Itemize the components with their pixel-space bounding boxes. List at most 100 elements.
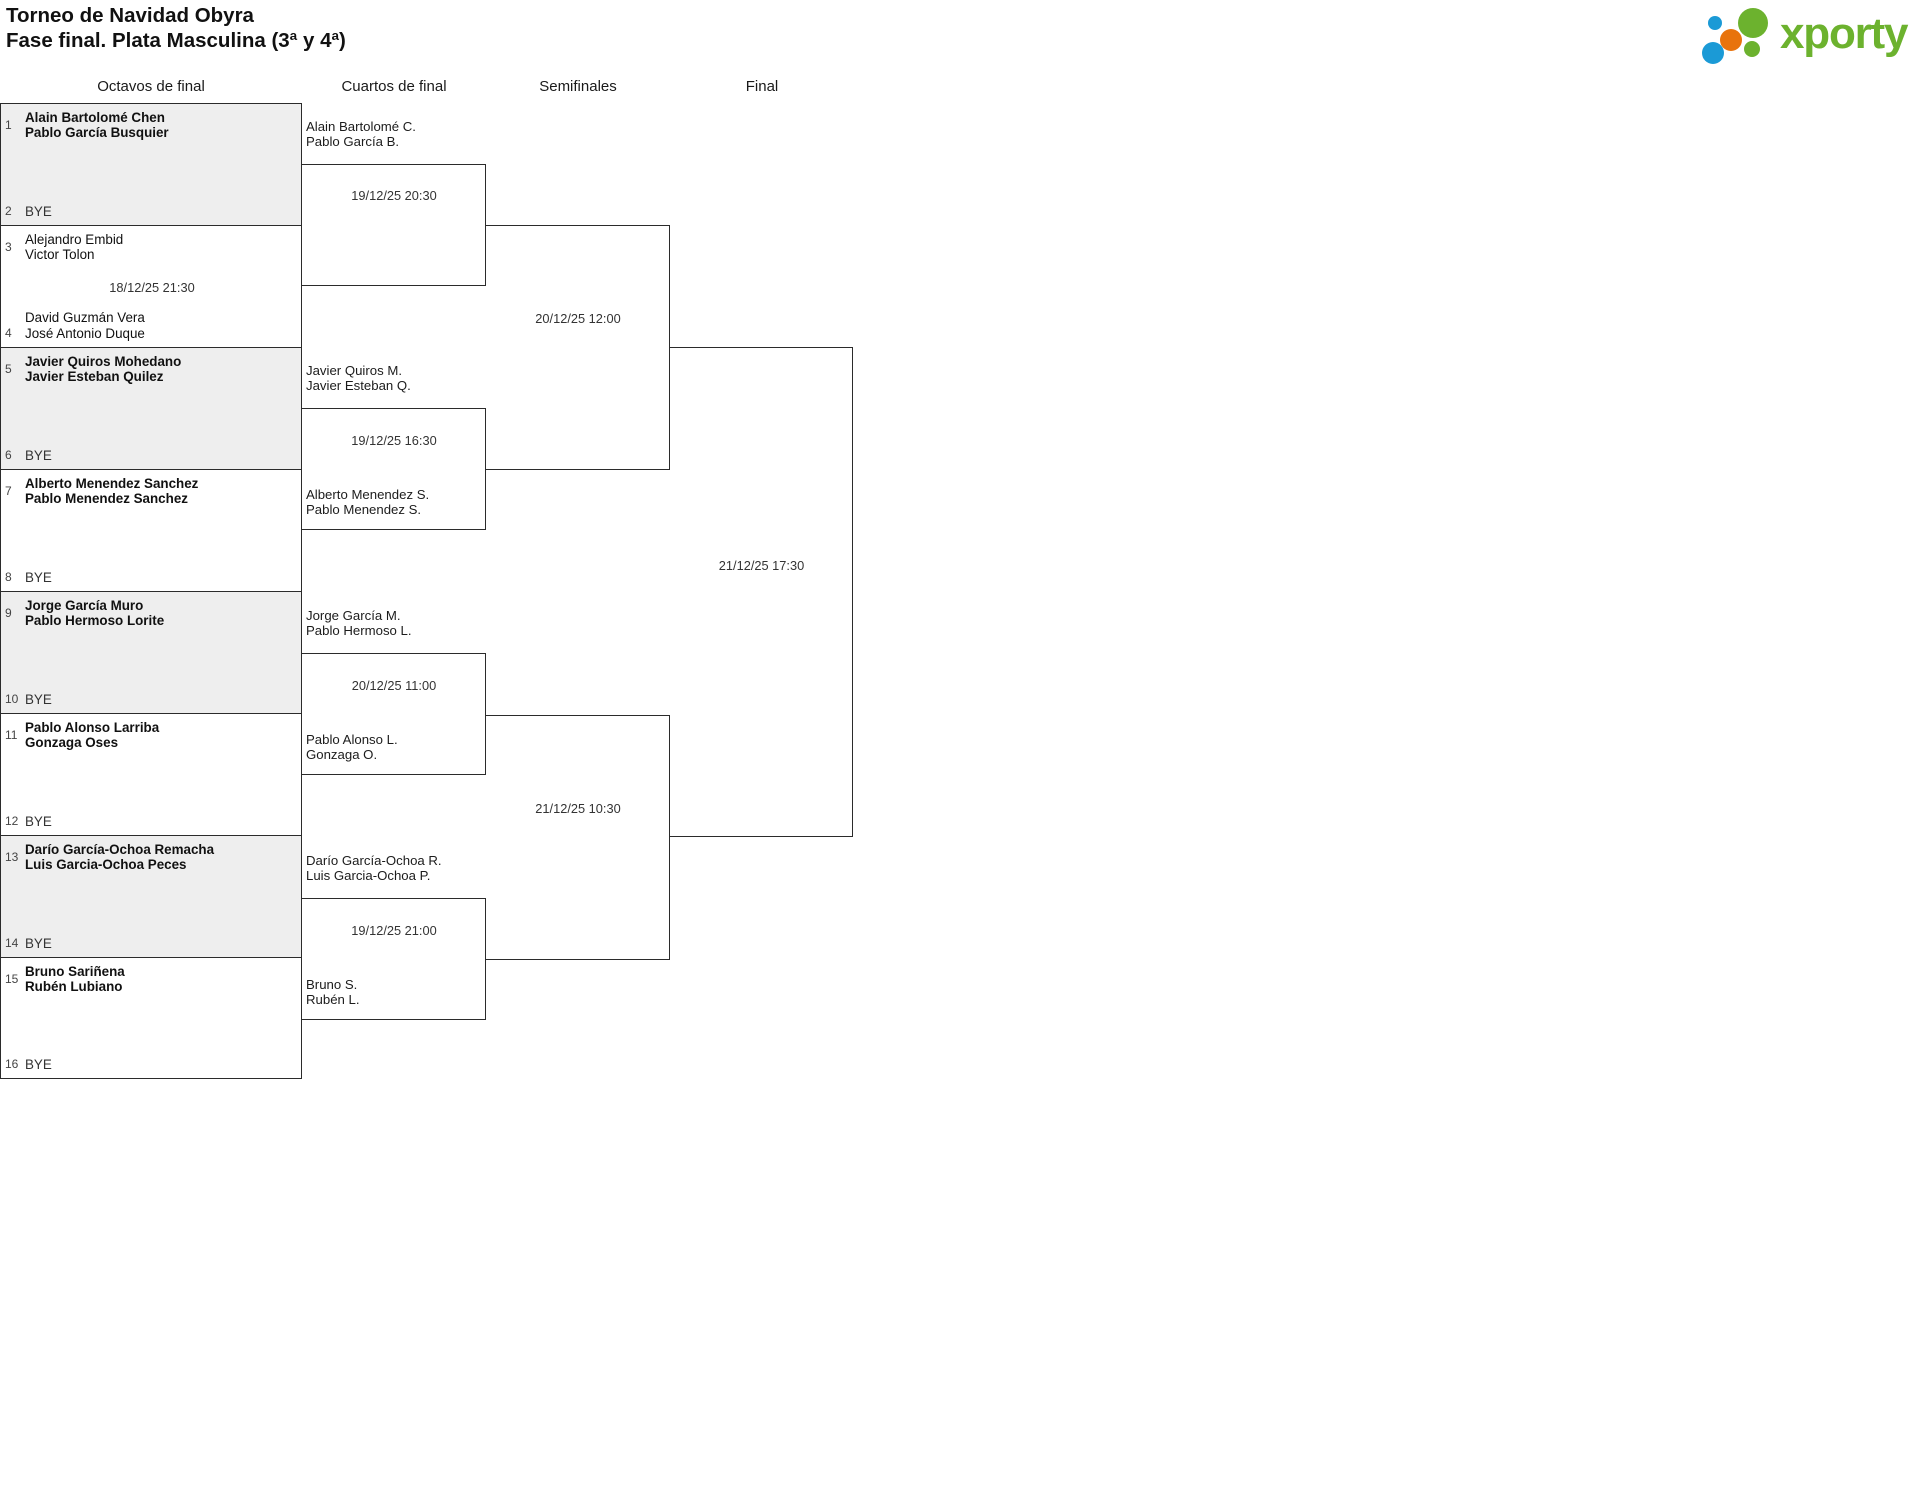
bye-label: BYE [25,1056,52,1072]
r2-match-3-names: Jorge García M. Pablo Hermoso L. [306,608,412,638]
r2-match-1-names: Alain Bartolomé C. Pablo García B. [306,119,416,149]
seed-number: 4 [5,326,12,340]
logo-wordmark: xporty [1780,9,1908,58]
player-2: José Antonio Duque [25,325,145,341]
player-1: Bruno Sariñena [25,964,125,979]
round-header-cuartos: Cuartos de final [341,78,447,95]
r1-match-6-top-slot[interactable]: 11 Pablo Alonso Larriba Gonzaga Oses [1,720,303,751]
r2-connector-4[interactable] [302,898,486,1020]
team-names: Jorge García Muro Pablo Hermoso Lorite [25,598,164,629]
team-names: Javier Quiros Mohedano Javier Esteban Qu… [25,354,181,385]
seed-number: 6 [5,448,12,462]
page-title: Torneo de Navidad Obyra Fase final. Plat… [6,3,346,53]
team-names: Darío García-Ochoa Remacha Luis Garcia-O… [25,842,214,873]
r3-connector-2[interactable] [486,715,670,960]
r1-match-7-top-slot[interactable]: 13 Darío García-Ochoa Remacha Luis Garci… [1,842,303,873]
seed-number: 14 [5,936,19,950]
r2-match-2-date: 19/12/25 16:30 [351,433,437,448]
r1-match-1[interactable]: 1 Alain Bartolomé Chen Pablo García Busq… [0,103,302,225]
player-2: Victor Tolon [25,247,95,263]
team-names: Pablo Alonso Larriba Gonzaga Oses [25,720,159,751]
r1-match-3-top-slot[interactable]: 5 Javier Quiros Mohedano Javier Esteban … [1,354,303,385]
r2-match-1-date: 19/12/25 20:30 [351,188,437,203]
player-1: Javier Quiros M. [306,363,402,378]
player-2: Pablo Hermoso Lorite [25,613,165,629]
r2-match-2-names: Javier Quiros M. Javier Esteban Q. [306,363,411,393]
r1-match-4-bottom-slot[interactable]: 8 BYE [1,570,303,585]
page-header: Torneo de Navidad Obyra Fase final. Plat… [0,0,1920,64]
player-1: Pablo Alonso L. [306,732,398,747]
r2-connector-3[interactable] [302,653,486,775]
r1-match-5-top-slot[interactable]: 9 Jorge García Muro Pablo Hermoso Lorite [1,598,303,629]
player-1: Darío García-Ochoa Remacha [25,842,215,857]
r1-match-3[interactable]: 5 Javier Quiros Mohedano Javier Esteban … [0,347,302,469]
seed-number: 7 [5,484,12,498]
r1-match-4-top-slot[interactable]: 7 Alberto Menendez Sanchez Pablo Menende… [1,476,303,507]
r1-match-7[interactable]: 13 Darío García-Ochoa Remacha Luis Garci… [0,835,302,957]
r2-loser-1-names: Alberto Menendez S. Pablo Menendez S. [306,487,429,517]
player-2: Luis Garcia-Ochoa Peces [25,857,187,873]
player-2: Pablo García B. [306,134,400,150]
r1-match-1-bottom-slot[interactable]: 2 BYE [1,204,303,219]
r1-match-4[interactable]: 7 Alberto Menendez Sanchez Pablo Menende… [0,469,302,591]
player-2: Pablo Menendez S. [306,502,422,518]
logo-dot-green-small [1744,41,1760,57]
seed-number: 11 [5,728,18,742]
title-line-1: Torneo de Navidad Obyra [6,4,254,27]
r2-match-3-date: 20/12/25 11:00 [351,678,437,693]
r3-connector-1[interactable] [486,225,670,470]
r1-match-2[interactable]: 3 Alejandro Embid Victor Tolon 18/12/25 … [0,225,302,347]
r1-match-8[interactable]: 15 Bruno Sariñena Rubén Lubiano 16 BYE [0,957,302,1079]
r2-match-4-date: 19/12/25 21:00 [351,923,437,938]
team-names: David Guzmán Vera José Antonio Duque [25,310,145,341]
r4-match-date: 21/12/25 17:30 [718,558,805,573]
player-1: Alain Bartolomé C. [306,119,416,134]
r1-match-7-bottom-slot[interactable]: 14 BYE [1,936,303,951]
r1-match-8-bottom-slot[interactable]: 16 BYE [1,1057,303,1072]
r1-match-2-date: 18/12/25 21:30 [109,280,195,295]
r1-match-8-top-slot[interactable]: 15 Bruno Sariñena Rubén Lubiano [1,964,303,995]
xporty-logo[interactable]: xporty [1702,5,1912,64]
r2-connector-2[interactable] [302,408,486,530]
team-names: Bruno Sariñena Rubén Lubiano [25,964,125,995]
r1-match-6[interactable]: 11 Pablo Alonso Larriba Gonzaga Oses 12 … [0,713,302,835]
logo-dot-orange [1720,29,1742,51]
r3-match-1-date: 20/12/25 12:00 [535,311,621,326]
r2-connector-1[interactable] [302,164,486,286]
r2-match-4-names: Darío García-Ochoa R. Luis Garcia-Ochoa … [306,853,442,883]
player-1: Alejandro Embid [25,232,124,247]
r4-connector-final[interactable] [670,347,853,837]
player-2: Rubén L. [306,992,360,1008]
player-1: Javier Quiros Mohedano [25,354,182,369]
r1-match-5[interactable]: 9 Jorge García Muro Pablo Hermoso Lorite… [0,591,302,713]
player-1: Bruno S. [306,977,358,992]
bye-label: BYE [25,447,52,463]
tournament-bracket: 1 Alain Bartolomé Chen Pablo García Busq… [0,103,1000,1103]
logo-dot-green-large [1738,8,1768,38]
seed-number: 15 [5,972,19,986]
player-1: Alberto Menendez Sanchez [25,476,199,491]
logo-dots-icon [1702,5,1782,64]
seed-number: 5 [5,362,12,376]
player-2: Javier Esteban Q. [306,378,411,394]
r1-match-3-bottom-slot[interactable]: 6 BYE [1,448,303,463]
seed-number: 8 [5,570,12,584]
bye-label: BYE [25,569,52,585]
seed-number: 10 [5,692,19,706]
r1-match-1-top-slot[interactable]: 1 Alain Bartolomé Chen Pablo García Busq… [1,110,303,141]
round-header-final: Final [745,78,779,95]
r1-match-5-bottom-slot[interactable]: 10 BYE [1,692,303,707]
r1-match-6-bottom-slot[interactable]: 12 BYE [1,814,303,829]
bye-label: BYE [25,203,52,219]
team-names: Alberto Menendez Sanchez Pablo Menendez … [25,476,198,507]
player-1: David Guzmán Vera [25,310,145,326]
player-2: Luis Garcia-Ochoa P. [306,868,431,884]
seed-number: 16 [5,1057,19,1071]
player-1: Alberto Menendez S. [306,487,430,502]
player-1: Pablo Alonso Larriba [25,720,160,735]
team-names: Alejandro Embid Victor Tolon [25,232,123,263]
player-2: Pablo Menendez Sanchez [25,491,188,507]
r1-match-2-bottom-slot[interactable]: 4 David Guzmán Vera José Antonio Duque [1,310,303,341]
player-1: Alain Bartolomé Chen [25,110,165,125]
r1-match-2-top-slot[interactable]: 3 Alejandro Embid Victor Tolon [1,232,303,263]
